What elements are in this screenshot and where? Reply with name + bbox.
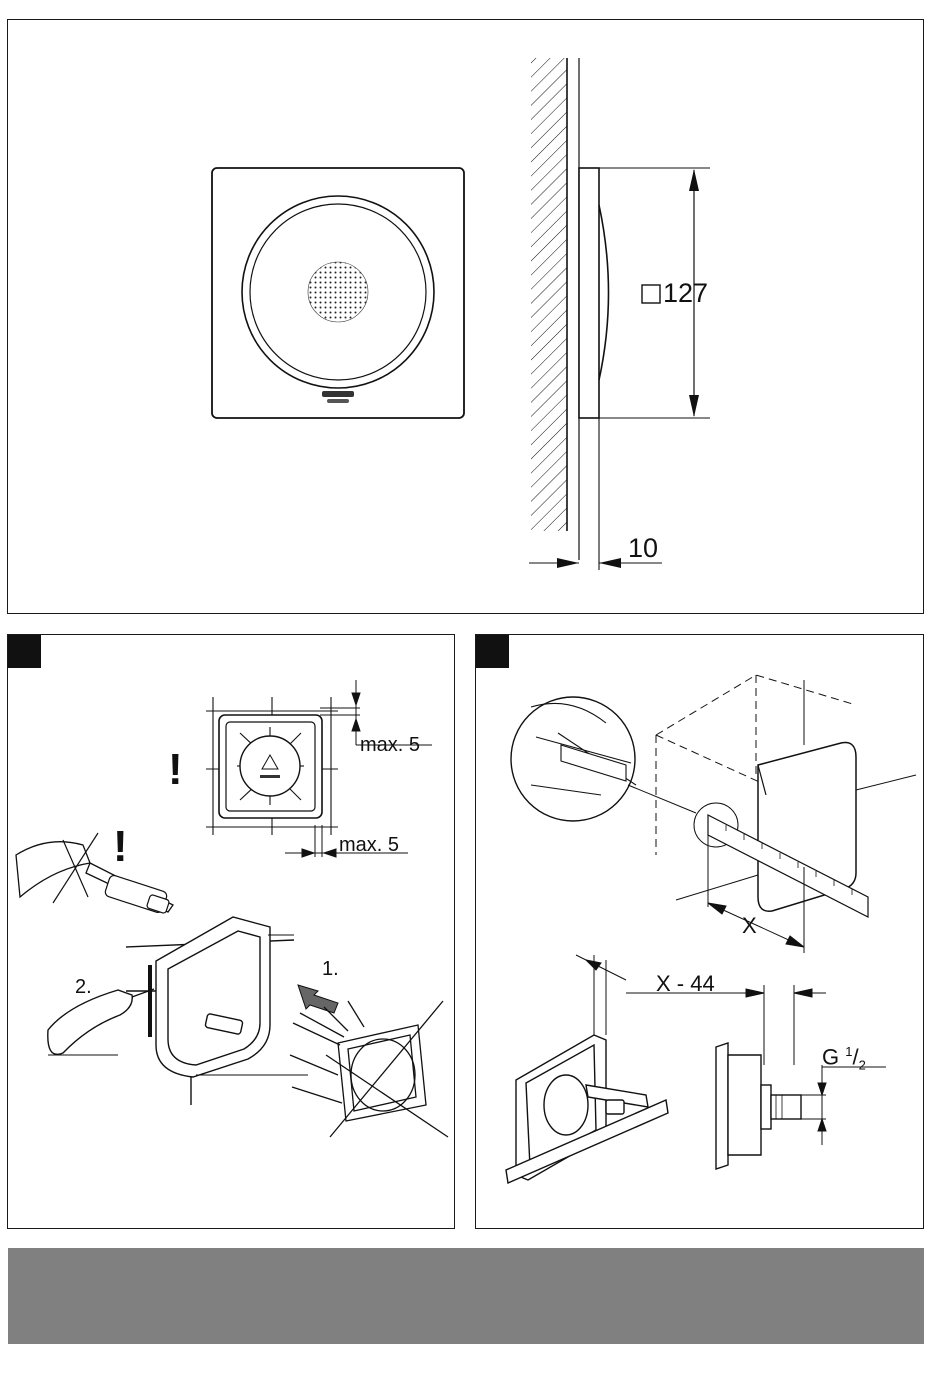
warning-mark-1: !	[168, 747, 183, 793]
x-label: X	[742, 914, 757, 938]
left-drawing	[8, 635, 456, 1230]
footer-bar	[8, 1248, 924, 1344]
thread-g: G	[822, 1044, 839, 1069]
side-plate	[579, 168, 599, 418]
warning-mark-2: !	[113, 824, 128, 870]
step-2-label: 2.	[75, 976, 92, 998]
installation-step-2-panel: X X - 44 G 1/2	[475, 634, 924, 1229]
side-dome	[599, 205, 609, 380]
installed-frame	[506, 1035, 668, 1183]
screwdriver	[48, 989, 154, 1054]
top-drawing	[8, 20, 925, 615]
speaker-grille	[308, 262, 368, 322]
housing-top-view	[219, 715, 322, 818]
thread-denominator: 2	[859, 1058, 866, 1073]
step-1-label: 1.	[322, 958, 339, 980]
max-top-label: max. 5	[360, 734, 420, 756]
x-minus-44-label: X - 44	[656, 972, 715, 996]
dimension-depth-label: 10	[628, 533, 658, 563]
side-view	[529, 58, 710, 570]
connector-plug	[104, 874, 170, 913]
arrow-step-1	[298, 985, 338, 1013]
installation-step-1-panel: ! ! max. 5 max. 5 1. 2.	[7, 634, 455, 1229]
dimension-size-label: 127	[663, 278, 708, 308]
thread-label: G 1/2	[822, 1040, 866, 1078]
wall-hatching	[531, 58, 567, 531]
mounting-frame-crossed-out	[290, 1001, 448, 1137]
front-view	[212, 168, 464, 418]
square-symbol	[642, 285, 660, 303]
valve-side-view	[716, 1043, 801, 1169]
front-and-side-view-panel: 127 10	[7, 19, 924, 614]
max-bottom-label: max. 5	[339, 834, 399, 856]
right-drawing	[476, 635, 925, 1230]
gasket-housing	[126, 917, 294, 1105]
